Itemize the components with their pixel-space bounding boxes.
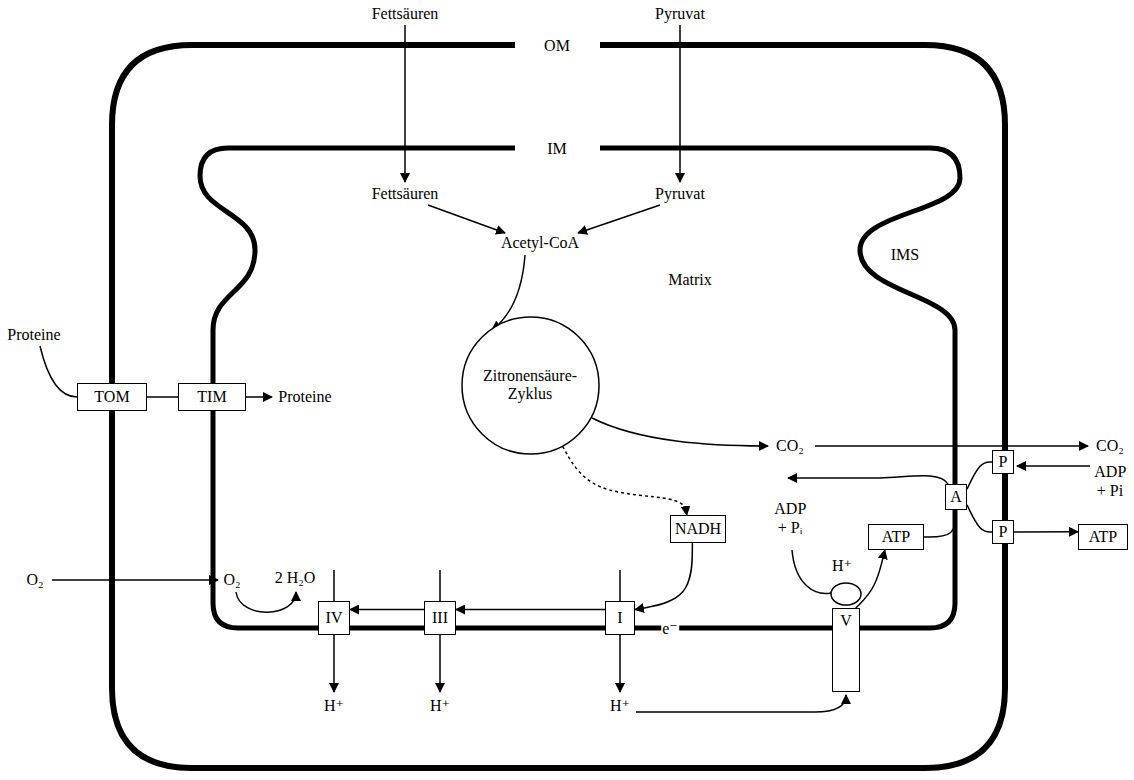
atp-synthase-head	[831, 583, 861, 605]
text-label: Proteine	[7, 325, 60, 344]
text-label: Matrix	[668, 270, 712, 289]
conversion-arrow	[428, 205, 505, 233]
text-label: 2 H₂O	[275, 568, 316, 587]
proton-arrow	[619, 635, 621, 692]
protein-line	[40, 346, 77, 397]
text-label: O₂	[26, 570, 43, 589]
node-label: V	[840, 612, 852, 630]
tim-complex: TIM	[178, 383, 246, 411]
adp-import-arrow	[1017, 465, 1090, 467]
conversion-arrow	[578, 205, 660, 233]
text-label: Pyruvat	[655, 184, 705, 203]
protein-arrow	[246, 396, 272, 398]
text-label: ADP + Pi	[1094, 462, 1125, 500]
connector-arrow	[856, 550, 885, 608]
node-label: IV	[326, 609, 343, 627]
connector-arrow	[147, 396, 178, 398]
translocase: A	[945, 484, 967, 510]
complex-line	[619, 570, 621, 601]
proton-return-arrow	[636, 695, 846, 712]
oxygen-arrow	[52, 579, 218, 581]
node-label: TOM	[94, 388, 129, 406]
text-label: H⁺	[610, 696, 630, 715]
proton-arrow	[439, 635, 441, 692]
porin: P	[992, 450, 1014, 474]
porin: P	[992, 520, 1014, 544]
text-label: H⁺	[430, 696, 450, 715]
text-label: IM	[547, 139, 567, 158]
phosphorylation-line	[792, 550, 831, 593]
import-arrow	[679, 25, 681, 182]
text-label: IMS	[891, 245, 919, 264]
text-label: CO₂	[776, 436, 804, 455]
nadh-box: NADH	[670, 515, 726, 543]
text-label: Pyruvat	[655, 4, 705, 23]
connector-arrow	[924, 510, 956, 537]
outer-membrane	[112, 45, 1005, 768]
text-label: H⁺	[324, 696, 344, 715]
citric-acid-cycle: Zitronensäure- Zyklus	[461, 316, 600, 455]
text-label: Fettsäuren	[372, 4, 439, 23]
node-label: Zitronensäure- Zyklus	[468, 367, 593, 404]
complex-iv: IV	[318, 601, 350, 635]
text-label: H⁺	[832, 556, 852, 575]
node-label: A	[950, 488, 962, 506]
co2-arrow	[592, 418, 768, 446]
connector-arrow	[967, 462, 992, 489]
inner-membrane	[200, 148, 960, 628]
text-label: OM	[544, 36, 570, 55]
text-label: ADP + Pᵢ	[774, 499, 805, 537]
connector-arrow	[350, 609, 424, 611]
node-label: ATP	[882, 528, 910, 546]
connector-arrow	[635, 543, 692, 610]
text-label: Fettsäuren	[372, 184, 439, 203]
connector-arrow	[456, 609, 605, 611]
complex-line	[439, 570, 441, 601]
node-label: NADH	[675, 520, 721, 538]
atp-synthase: V	[832, 608, 860, 692]
text-label: CO₂	[1096, 436, 1124, 455]
import-arrow	[404, 25, 406, 182]
atp-box: ATP	[1078, 524, 1128, 550]
complex-iii: III	[424, 601, 456, 635]
text-label: Acetyl-CoA	[501, 233, 579, 252]
tom-complex: TOM	[77, 383, 147, 411]
adp-arrow	[788, 476, 948, 484]
connector-arrow	[1014, 531, 1078, 533]
node-label: III	[432, 609, 448, 627]
node-label: ATP	[1089, 528, 1117, 546]
cycle-circle	[462, 317, 599, 454]
proton-arrow	[333, 635, 335, 692]
atp-box: ATP	[868, 524, 924, 550]
water-arrow	[236, 592, 296, 612]
node-label: P	[999, 523, 1008, 541]
complex-line	[333, 570, 335, 601]
connector-arrow	[563, 446, 687, 515]
node-label: I	[617, 609, 622, 627]
edge-label: e⁻	[661, 619, 679, 638]
node-label: TIM	[197, 388, 226, 406]
complex-i: I	[605, 601, 635, 635]
co2-export-arrow	[815, 445, 1088, 447]
connector-arrow	[967, 505, 992, 532]
text-label: O₂	[223, 570, 240, 589]
node-label: P	[999, 453, 1008, 471]
text-label: Proteine	[278, 387, 331, 406]
